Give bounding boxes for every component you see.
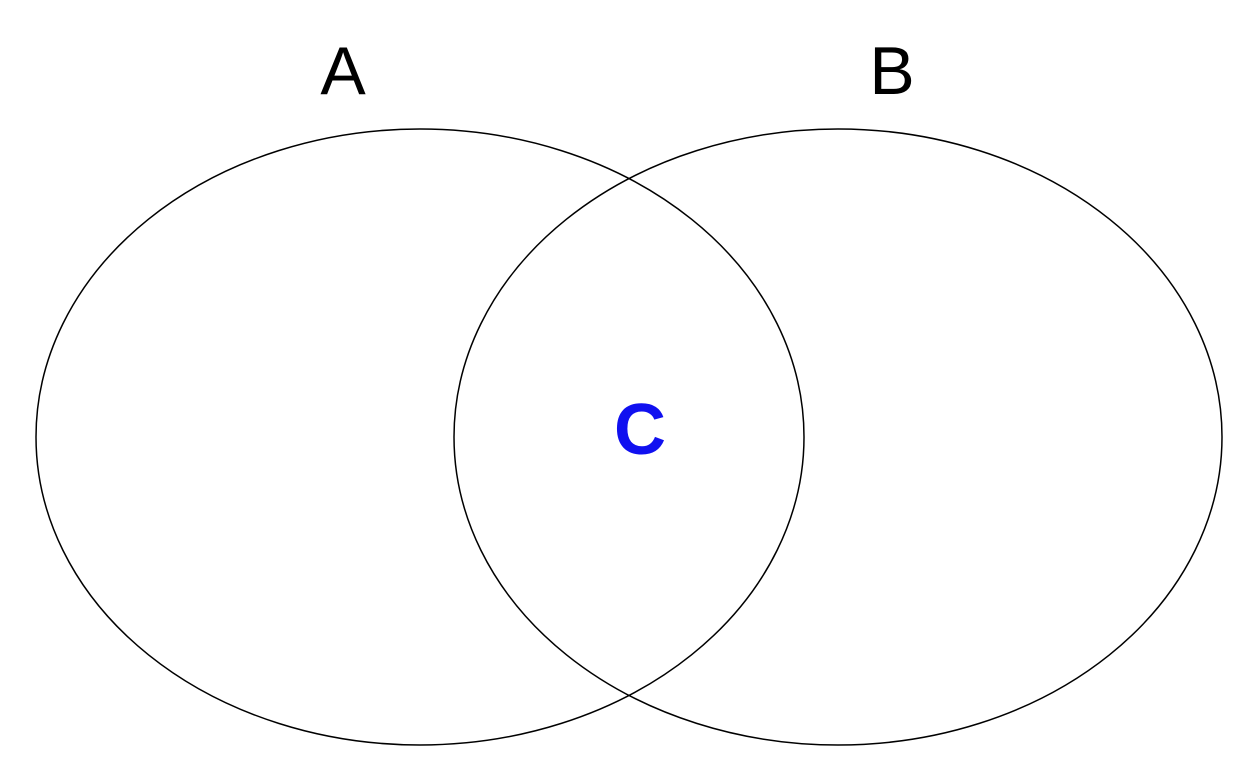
set-b-label: B <box>869 33 914 109</box>
set-b-ellipse <box>453 128 1223 746</box>
set-a-ellipse <box>35 128 805 746</box>
intersection-label: C <box>614 390 666 470</box>
set-a-label: A <box>320 33 366 109</box>
